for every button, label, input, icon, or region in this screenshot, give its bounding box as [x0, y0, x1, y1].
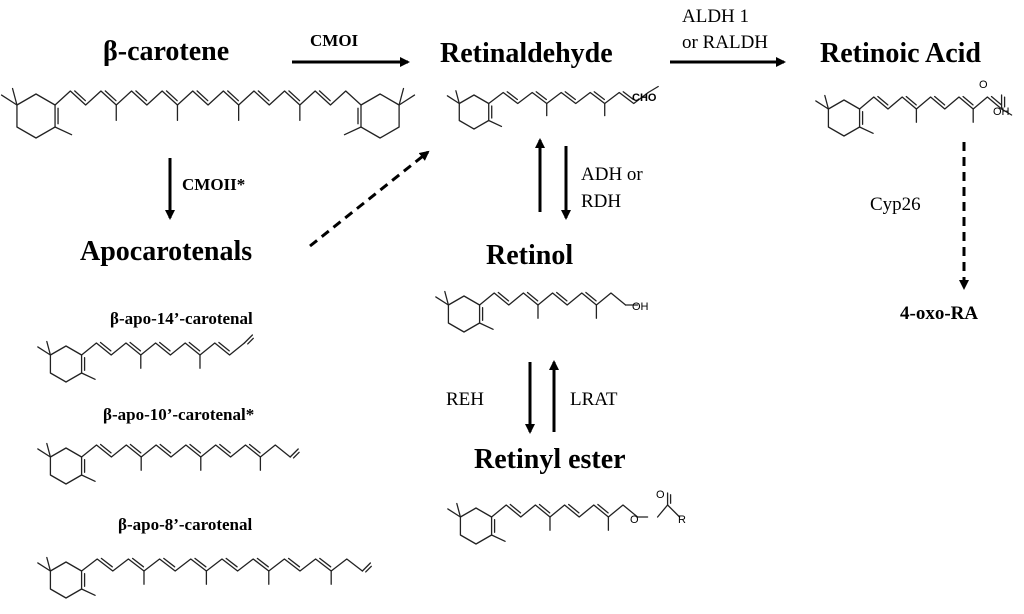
apocarotenals-to-retinaldehyde-arrow	[309, 150, 430, 248]
apo14-structure	[37, 334, 254, 383]
oxo-ra-label: 4-oxo-RA	[900, 303, 979, 324]
beta-carotene-label: β-carotene	[103, 36, 230, 67]
retinoic-acid-label: Retinoic Acid	[820, 38, 981, 69]
apo14-label: β-apo-14’-carotenal	[110, 309, 253, 328]
retinaldehyde-label: Retinaldehyde	[440, 38, 613, 69]
retinyl-ester-label: Retinyl ester	[474, 444, 626, 475]
retinaldehyde-structure	[446, 85, 659, 130]
retinol-structure	[435, 290, 639, 333]
reh-enzyme-label: REH	[446, 389, 484, 410]
retinyl-ester-carbonyl-oxygen: O	[656, 489, 665, 501]
apo10-label: β-apo-10’-carotenal*	[103, 405, 255, 424]
cyp26-enzyme-label: Cyp26	[870, 194, 921, 215]
retinyl-ester-r-group: R	[678, 514, 686, 526]
retinyl-ester-oxygen: O	[630, 514, 639, 526]
apo8-label: β-apo-8’-carotenal	[118, 515, 253, 534]
retinol-label: Retinol	[486, 240, 574, 271]
apocarotenals-label: Apocarotenals	[80, 236, 253, 267]
adh-enzyme-label-line1: ADH or	[581, 164, 643, 185]
retinol-hydroxyl: OH	[632, 301, 649, 313]
apo8-structure	[37, 556, 372, 599]
retinaldehyde-cho-group: CHO	[632, 92, 657, 104]
cmoi-enzyme-label: CMOI	[310, 31, 359, 50]
aldh-enzyme-label-line1: ALDH 1	[682, 6, 750, 27]
adh-enzyme-label-line2: RDH	[581, 191, 622, 212]
retinoic-acid-hydroxyl: OH	[993, 106, 1010, 118]
retinoic-acid-carbonyl-oxygen: O	[979, 79, 988, 91]
retinoic-acid-structure	[815, 94, 1013, 137]
aldh-enzyme-label-line2: or RALDH	[682, 32, 769, 53]
lrat-enzyme-label: LRAT	[570, 389, 618, 410]
apo10-structure	[37, 442, 300, 485]
cmoii-enzyme-label: CMOII*	[182, 175, 246, 194]
beta-carotene-structure	[0, 87, 416, 139]
retinyl-ester-structure	[447, 492, 681, 545]
